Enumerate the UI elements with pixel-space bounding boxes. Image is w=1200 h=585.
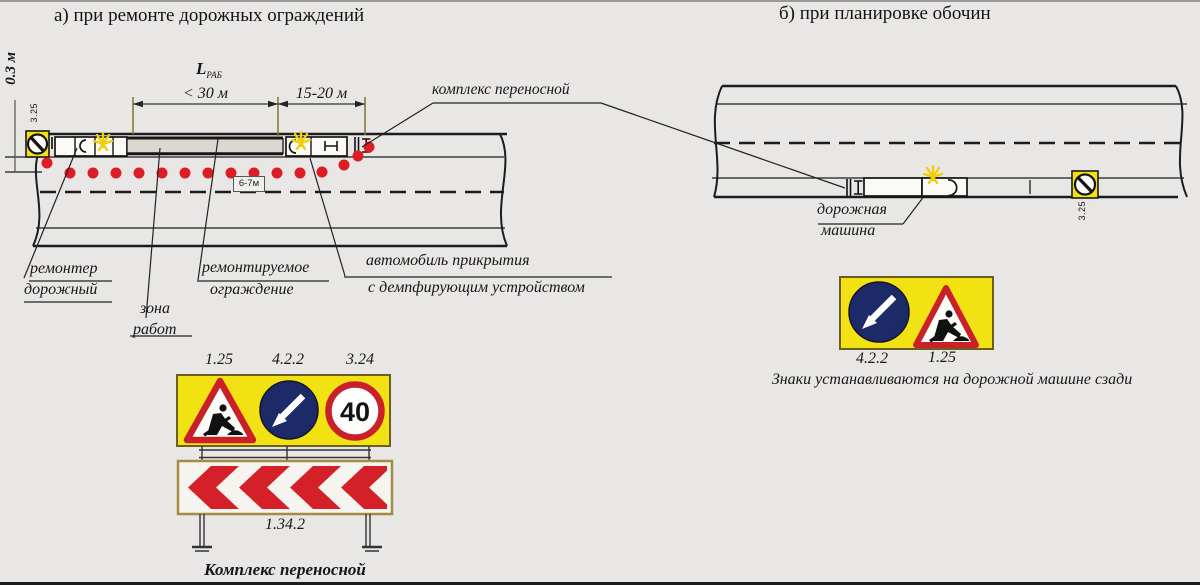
label-work-zone-2: работ <box>133 321 177 338</box>
page-bottom-edge <box>0 582 1200 585</box>
label-barrier-1: ремонтируемое <box>202 259 310 276</box>
buffer-value: 15-20 м <box>295 85 348 102</box>
work-length-value: < 30 м <box>182 85 228 102</box>
sign-1-25 <box>183 377 257 444</box>
stand-caption: Комплекс переносной <box>204 560 366 579</box>
hitch-symbol <box>324 141 338 151</box>
sign-3-25-right <box>1071 170 1099 199</box>
label-worker-2: дорожный <box>24 281 98 298</box>
barrier-strip <box>126 136 284 156</box>
work-length-symbol: LРАБ <box>196 59 222 81</box>
rear-sign-label-right: 1.25 <box>928 349 956 366</box>
cone-spacing-box: 6-7м <box>233 176 265 192</box>
stand-sign-label-1: 1.25 <box>205 351 233 368</box>
right-road <box>712 84 1189 199</box>
worker-symbol <box>79 139 87 153</box>
stand-sign-label-3: 3.24 <box>346 351 374 368</box>
portable-complex-device-right <box>846 178 864 197</box>
label-portable-complex: комплекс переносной <box>432 81 570 98</box>
sign-4-2-2 <box>259 380 319 440</box>
stand-sign-label-2: 4.2.2 <box>272 351 304 368</box>
sign-3-24: 40 <box>325 381 385 441</box>
sign-3-25-left <box>25 130 50 158</box>
sign-1-25-rear <box>913 285 979 348</box>
label-machine-2: машина <box>821 222 876 239</box>
road-machine <box>863 177 968 197</box>
chevrons-left <box>188 466 387 509</box>
title-right: б) при планировке обочин <box>779 3 991 24</box>
repair-vehicle <box>51 136 128 157</box>
sign-1-34-2 <box>176 459 394 516</box>
label-cover-vehicle-1: автомобиль прикрытия <box>366 252 530 269</box>
label-worker-1: ремонтер <box>30 260 98 277</box>
rear-sign-label-left: 4.2.2 <box>856 350 888 367</box>
machine-rear-sign-panel <box>839 276 994 350</box>
label-barrier-2: ограждение <box>210 281 294 298</box>
length-dimensions <box>132 97 366 137</box>
rear-signs-caption: Знаки устанавливаются на дорожной машине… <box>771 371 1133 388</box>
title-left: а) при ремонте дорожных ограждений <box>54 5 365 26</box>
sign-3-25-left-label: 3.25 <box>29 103 39 123</box>
stand-legs <box>192 514 382 552</box>
label-work-zone-1: зона <box>140 300 170 317</box>
portable-complex-stand: 40 <box>176 374 394 552</box>
label-cover-vehicle-2: с демпфирующим устройством <box>368 279 585 296</box>
speed-limit-value: 40 <box>340 397 370 427</box>
chevron-sign-label: 1.34.2 <box>265 516 305 533</box>
label-machine-1: дорожная <box>817 201 887 218</box>
sign-3-25-right-label: 3.25 <box>1077 201 1087 221</box>
stand-frame <box>199 446 371 461</box>
page-top-edge <box>0 0 1200 2</box>
sign-4-2-2-rear <box>848 281 910 343</box>
traffic-cones <box>41 141 375 179</box>
offset-dimension-label: 0.3 м <box>3 52 19 85</box>
